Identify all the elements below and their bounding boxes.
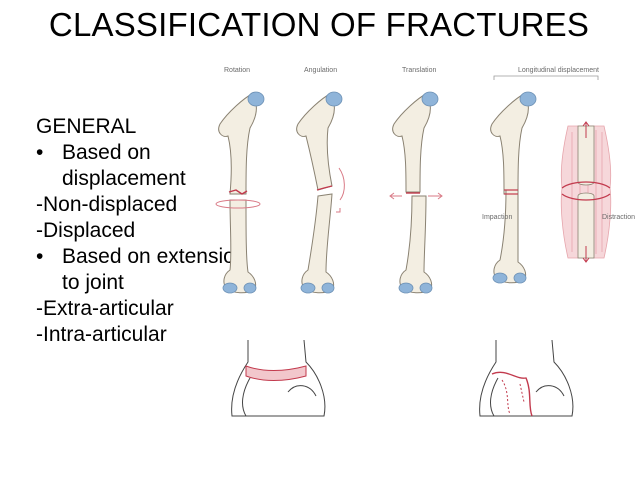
line-intra-articular: -Intra-articular [36, 323, 167, 346]
femoral-head-cartilage [325, 91, 343, 107]
label-translation: Translation [402, 67, 437, 74]
bullet-displacement: • Based on [36, 140, 286, 166]
slide-body: GENERAL • Based on displacement -Non-disp… [36, 114, 286, 348]
bullet-symbol: • [36, 141, 44, 164]
angulation-arrow [338, 167, 345, 201]
line-displaced: -Displaced [36, 219, 136, 242]
fracture-line [501, 379, 525, 415]
fracture-line [228, 189, 248, 195]
femoral-head-cartilage [519, 91, 537, 107]
label-impaction: Impaction [482, 214, 513, 221]
femoral-head-cartilage [247, 91, 265, 107]
line-extra-articular: -Extra-articular [36, 297, 174, 320]
condyle-cartilage [419, 282, 433, 294]
condyle-cartilage [243, 282, 257, 294]
condyle-cartilage [492, 272, 508, 284]
longitudinal-bracket [493, 75, 599, 80]
label-distraction: Distraction [602, 214, 636, 221]
condyle-cartilage [513, 272, 527, 284]
bullet-extension: • Based on extension [36, 244, 286, 270]
distraction-illustration [560, 121, 612, 263]
label-angulation: Angulation [304, 67, 338, 74]
slide-title: CLASSIFICATION OF FRACTURES [48, 6, 590, 43]
bullet-continuation: to joint [62, 271, 124, 294]
femur-translation [392, 93, 433, 294]
bullet-text: Based on extension [62, 245, 247, 268]
condyle-cartilage [300, 282, 316, 294]
rotation-arrow [215, 199, 261, 209]
bones-drawing [215, 75, 612, 417]
bullet-symbol: • [36, 245, 44, 268]
fracture-line [316, 185, 333, 191]
label-rotation: Rotation [224, 67, 251, 74]
femur-rotation [218, 93, 257, 294]
fracture-line [491, 371, 533, 417]
bullet-continuation: displacement [62, 167, 186, 190]
femoral-head-cartilage [421, 91, 439, 107]
femur-impaction [490, 93, 529, 284]
translation-arrow [389, 192, 402, 200]
label-longitudinal: Longitudinal displacement [518, 67, 599, 74]
bullet-text: Based on [62, 141, 151, 164]
fracture-illustration: Rotation Angulation Translation Longitud… [206, 62, 635, 472]
angulation-arrow [336, 208, 341, 213]
line-general: GENERAL [36, 115, 137, 138]
translation-arrow [428, 192, 443, 200]
line-non-displaced: -Non-displaced [36, 193, 178, 216]
condyle-cartilage [222, 282, 238, 294]
condyle-cartilage [398, 282, 414, 294]
condyle-cartilage [321, 282, 335, 294]
femur-angulation [296, 93, 335, 294]
fracture-zone [245, 365, 307, 381]
